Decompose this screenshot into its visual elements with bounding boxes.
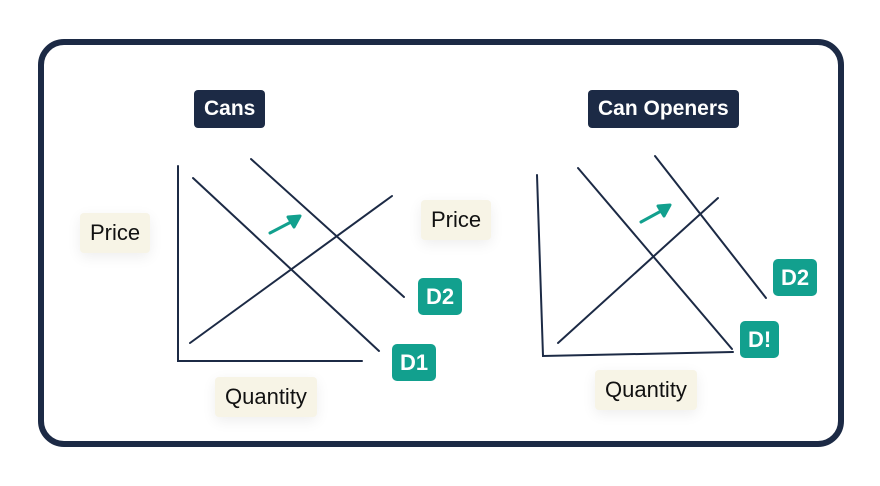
- cans-price-label: Price: [80, 213, 151, 253]
- can-openers-quantity-label: Quantity: [595, 370, 697, 410]
- cans-shift-arrow: [268, 214, 302, 235]
- cans-d2-line: [250, 158, 405, 298]
- can-openers-d2-label: D2: [773, 259, 818, 296]
- can-openers-price-label: Price: [421, 200, 492, 240]
- can-openers-shift-arrow: [639, 203, 672, 224]
- can-openers-panel: [536, 155, 767, 358]
- cans-d1-label: D1: [392, 344, 437, 381]
- cans-d1-line: [192, 177, 380, 352]
- cans-quantity-label: Quantity: [215, 377, 317, 417]
- can-openers-d2-line: [654, 155, 767, 299]
- cans-d2-label: D2: [418, 278, 463, 315]
- can-openers-supply-line: [557, 197, 719, 344]
- can-openers-d1-line: [577, 167, 733, 350]
- cans-axes: [177, 165, 363, 362]
- cans-title: Cans: [194, 90, 266, 128]
- cans-panel: [177, 158, 405, 362]
- can-openers-title: Can Openers: [588, 90, 739, 128]
- can-openers-axes: [536, 174, 734, 358]
- can-openers-d1-label: D!: [740, 321, 780, 358]
